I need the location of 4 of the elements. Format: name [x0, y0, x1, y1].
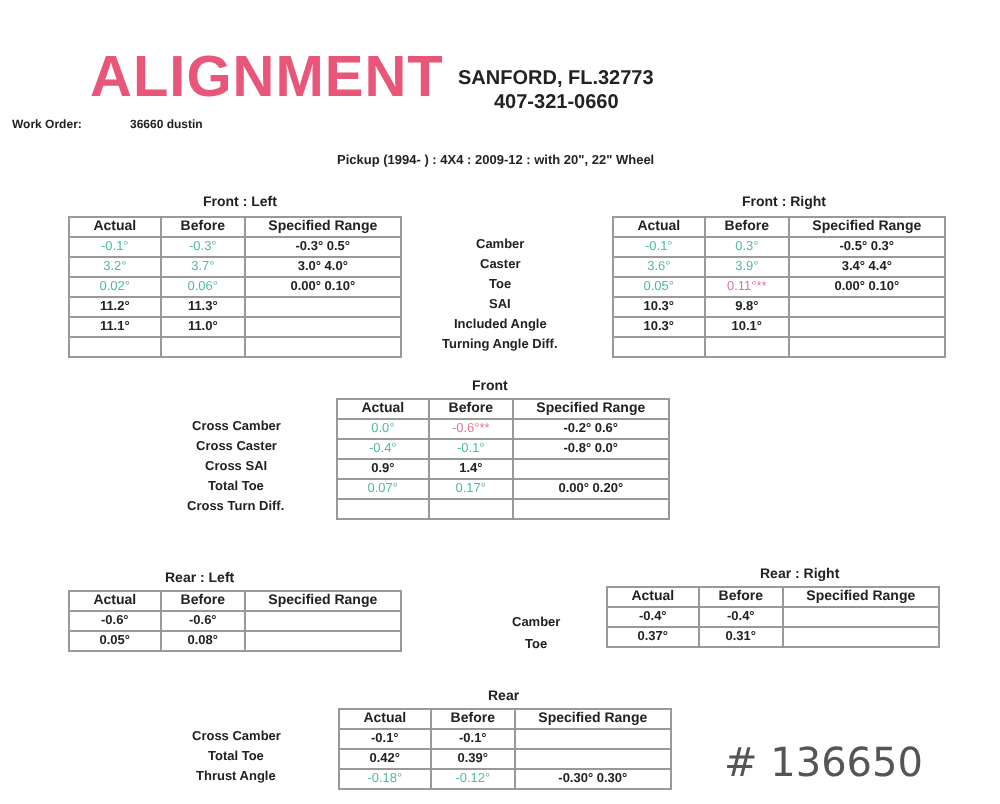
handwritten-note: # 136650 [724, 742, 923, 782]
address-text: SANFORD, FL.32773 [458, 70, 654, 90]
phone-number: 407-321-0660 [494, 94, 619, 114]
report-title: ALIGNMENT [90, 50, 444, 108]
